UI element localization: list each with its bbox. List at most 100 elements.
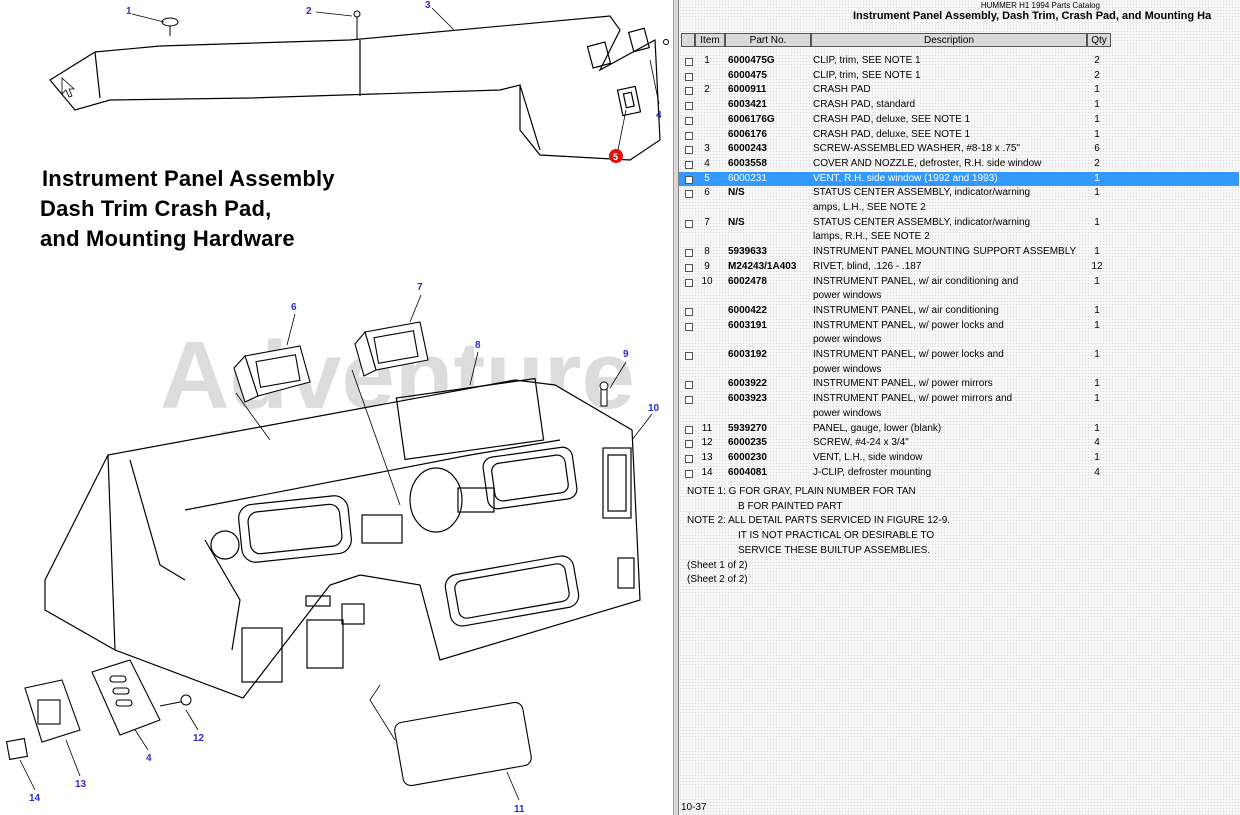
row-checkbox[interactable] xyxy=(685,469,693,478)
row-part-number[interactable]: 6000230 xyxy=(728,451,767,463)
row-qty: 1 xyxy=(1094,99,1100,111)
pane-splitter[interactable] xyxy=(673,0,679,815)
callout-13[interactable]: 13 xyxy=(75,779,87,790)
row-part-number[interactable]: 6000911 xyxy=(728,84,767,96)
row-part-number[interactable]: 6000243 xyxy=(728,143,767,155)
row-part-number[interactable]: 6003191 xyxy=(728,319,767,331)
row-checkbox[interactable] xyxy=(685,102,693,111)
row-checkbox[interactable] xyxy=(685,175,693,184)
header-description[interactable]: Description xyxy=(811,33,1087,47)
row-part-number[interactable]: 6003923 xyxy=(728,393,767,405)
callout-14[interactable]: 14 xyxy=(29,793,41,804)
callout-4-top[interactable]: 4 xyxy=(656,110,662,121)
row-checkbox[interactable] xyxy=(685,278,693,287)
callout-4-bottom[interactable]: 4 xyxy=(146,753,152,764)
header-part-no[interactable]: Part No. xyxy=(725,33,811,47)
row-part-number[interactable]: 6006176G xyxy=(728,113,775,125)
row-checkbox[interactable] xyxy=(685,72,693,81)
callout-12[interactable]: 12 xyxy=(193,733,205,744)
row-part-number[interactable]: 6000231 xyxy=(728,172,767,184)
row-part-number[interactable]: 6000235 xyxy=(728,437,767,449)
sheet-link-1[interactable]: (Sheet 1 of 2) xyxy=(687,559,748,571)
parts-diagram: Adventure Access xyxy=(5,0,669,815)
callout-9[interactable]: 9 xyxy=(623,349,629,360)
row-part-number[interactable]: M24243/1A403 xyxy=(728,260,797,272)
row-checkbox[interactable] xyxy=(685,396,693,405)
row-checkbox[interactable] xyxy=(685,352,693,361)
row-checkbox[interactable] xyxy=(685,307,693,316)
row-part-number[interactable]: 6006176 xyxy=(728,128,767,140)
callout-5-marker[interactable] xyxy=(609,149,623,163)
callout-10[interactable]: 10 xyxy=(648,403,660,414)
row-part-number[interactable]: 6000475G xyxy=(728,55,775,66)
row-part-number[interactable]: 6000475 xyxy=(728,69,767,81)
callout-2[interactable]: 2 xyxy=(306,6,312,17)
row-checkbox[interactable] xyxy=(685,322,693,331)
row-part-number[interactable]: 6003558 xyxy=(728,157,767,169)
row-description: INSTRUMENT PANEL MOUNTING SUPPORT ASSEMB… xyxy=(813,245,1083,260)
callout-7[interactable]: 7 xyxy=(417,282,423,293)
row-checkbox[interactable] xyxy=(685,219,693,228)
row-part-number[interactable]: 6002478 xyxy=(728,275,767,287)
row-checkbox[interactable] xyxy=(685,454,693,463)
sheet-link-2[interactable]: (Sheet 2 of 2) xyxy=(687,574,748,586)
row-part-number[interactable]: N/S xyxy=(728,216,745,228)
row-checkbox[interactable] xyxy=(685,381,693,390)
row-part-number[interactable]: 5939270 xyxy=(728,422,767,434)
header-item[interactable]: Item xyxy=(695,33,725,47)
row-checkbox[interactable] xyxy=(685,160,693,169)
row-checkbox[interactable] xyxy=(685,249,693,258)
instrument-panel-drawing xyxy=(44,377,641,699)
header-qty[interactable]: Qty xyxy=(1087,33,1111,47)
callout-6[interactable]: 6 xyxy=(291,302,297,313)
row-part-number[interactable]: 5939633 xyxy=(728,246,767,258)
row-checkbox[interactable] xyxy=(685,146,693,155)
callout-5[interactable]: 5 xyxy=(613,152,618,162)
row-item: 11 xyxy=(701,422,713,434)
row-checkbox[interactable] xyxy=(685,58,693,66)
row-part-number[interactable]: N/S xyxy=(728,187,745,199)
callout-1[interactable]: 1 xyxy=(126,6,132,17)
row-part-number[interactable]: 6003192 xyxy=(728,349,767,361)
row-part-number[interactable]: 6004081 xyxy=(728,466,767,478)
row-checkbox[interactable] xyxy=(685,263,693,272)
row-item: 3 xyxy=(704,143,710,155)
callout-8[interactable]: 8 xyxy=(475,340,481,351)
callout-3[interactable]: 3 xyxy=(425,0,431,11)
row-checkbox[interactable] xyxy=(685,116,693,125)
row-checkbox[interactable] xyxy=(685,190,693,199)
row-part-number[interactable]: 6003922 xyxy=(728,378,767,390)
row-checkbox[interactable] xyxy=(685,87,693,96)
row-part-number[interactable]: 6003421 xyxy=(728,99,767,111)
callout-11[interactable]: 11 xyxy=(514,804,525,815)
row-checkbox[interactable] xyxy=(685,425,693,434)
row-checkbox[interactable] xyxy=(685,440,693,449)
row-part-number[interactable]: 6000422 xyxy=(728,304,767,316)
row-description-line: power windows xyxy=(813,290,882,302)
row-description: COVER AND NOZZLE, defroster, R.H. side w… xyxy=(813,157,1083,172)
row-checkbox[interactable] xyxy=(685,131,693,140)
